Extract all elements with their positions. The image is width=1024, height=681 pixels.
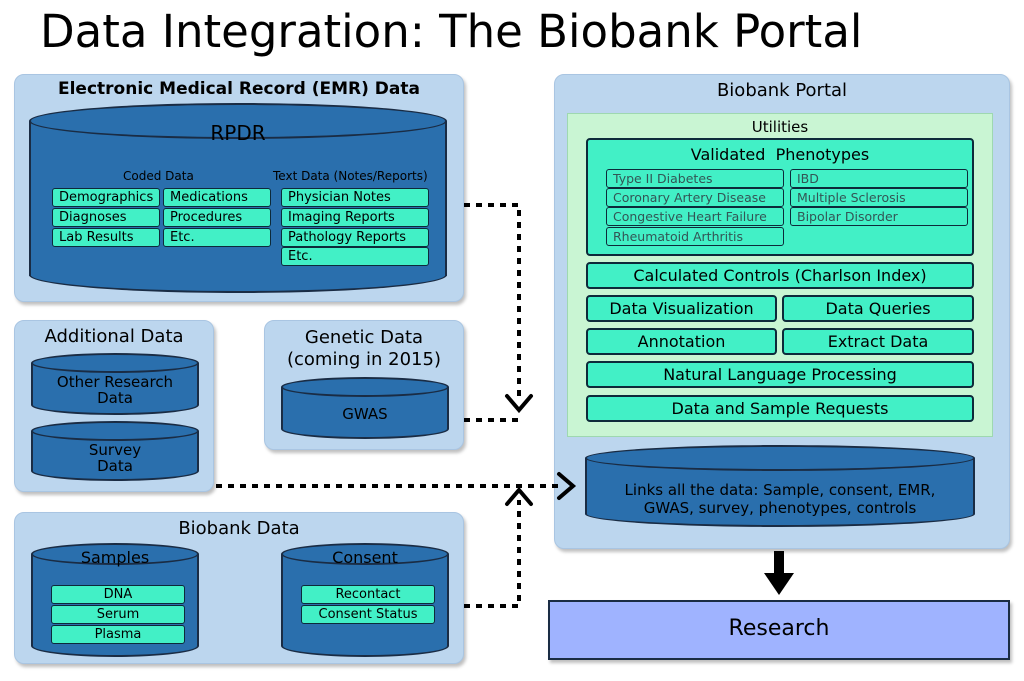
links-database-icon <box>585 445 975 527</box>
consent-item-recontact: Recontact <box>301 585 435 604</box>
consent-item-consent-status: Consent Status <box>301 605 435 624</box>
text-item-pathology-reports: Pathology Reports <box>281 228 429 247</box>
survey-data-label: Survey Data <box>88 441 142 475</box>
sample-item-dna: DNA <box>51 585 185 604</box>
genetic-data-subtitle: (coming in 2015) <box>287 349 441 370</box>
links-label-line2: GWAS, survey, phenotypes, controls <box>643 499 917 517</box>
research-box: Research <box>548 600 1010 660</box>
gwas-label: GWAS <box>342 405 388 423</box>
coded-data-label: Coded Data <box>123 169 194 183</box>
phenotype-multiple-sclerosis: Multiple Sclerosis <box>790 188 968 207</box>
sample-item-serum: Serum <box>51 605 185 624</box>
survey-database-icon <box>31 421 199 481</box>
coded-item-diagnoses: Diagnoses <box>52 208 160 227</box>
biobank-connector <box>464 500 521 608</box>
samples-label: Samples <box>80 548 150 567</box>
text-data-label: Text Data (Notes/Reports) <box>273 169 428 183</box>
annotation-box: Annotation <box>586 328 777 355</box>
biobank-data-title: Biobank Data <box>178 518 300 539</box>
phenotype-ibd: IBD <box>790 169 968 188</box>
text-item-etc: Etc. <box>281 247 429 266</box>
research-arrow <box>764 551 794 595</box>
data-visualization-box: Data Visualization <box>586 295 777 322</box>
arrow-heads <box>505 394 577 506</box>
coded-item-procedures: Procedures <box>163 208 271 227</box>
utilities-panel: Utilities Validated Phenotypes Type II D… <box>567 113 993 437</box>
emr-connector <box>464 203 521 400</box>
genetic-data-title: Genetic Data <box>304 327 424 348</box>
genetic-data-panel: Genetic Data (coming in 2015) GWAS <box>264 320 464 450</box>
gwas-database-icon <box>281 377 449 439</box>
data-sample-requests-box: Data and Sample Requests <box>586 395 974 422</box>
coded-item-lab-results: Lab Results <box>52 228 160 247</box>
phenotype-bipolar-disorder: Bipolar Disorder <box>790 207 968 226</box>
biobank-portal-panel: Biobank Portal Utilities Validated Pheno… <box>554 74 1010 549</box>
phenotype-type-ii-diabetes: Type II Diabetes <box>606 169 784 188</box>
biobank-portal-title: Biobank Portal <box>716 80 848 101</box>
consent-label: Consent <box>332 548 398 567</box>
coded-item-etc: Etc. <box>163 228 271 247</box>
rpdr-label: RPDR <box>210 121 266 145</box>
calculated-controls-box: Calculated Controls (Charlson Index) <box>586 262 974 289</box>
up-arrowhead <box>505 486 533 506</box>
utilities-label: Utilities <box>751 118 809 136</box>
right-arrowhead <box>557 472 577 500</box>
coded-item-demographics: Demographics <box>52 188 160 207</box>
additional-data-title: Additional Data <box>44 326 184 347</box>
sample-item-plasma: Plasma <box>51 625 185 644</box>
other-research-data-label: Other Research Data <box>56 373 174 407</box>
validated-phenotypes-label: Validated Phenotypes <box>690 145 870 164</box>
natural-language-processing-box: Natural Language Processing <box>586 361 974 388</box>
validated-phenotypes-box: Validated Phenotypes Type II Diabetes Co… <box>586 138 974 256</box>
text-item-physician-notes: Physician Notes <box>281 188 429 207</box>
other-research-database-icon <box>31 353 199 415</box>
phenotype-coronary-artery-disease: Coronary Artery Disease <box>606 188 784 207</box>
emr-panel-title: Electronic Medical Record (EMR) Data <box>57 79 420 99</box>
research-label: Research <box>728 616 830 641</box>
dotted-connectors <box>216 203 560 608</box>
page-title: Data Integration: The Biobank Portal <box>40 5 863 58</box>
down-arrowhead <box>505 394 533 414</box>
phenotype-rheumatoid-arthritis: Rheumatoid Arthritis <box>606 227 784 246</box>
data-queries-box: Data Queries <box>782 295 974 322</box>
coded-item-medications: Medications <box>163 188 271 207</box>
biobank-data-panel: Biobank Data Samples DNA Serum Plasma Co… <box>14 512 464 664</box>
phenotype-congestive-heart-failure: Congestive Heart Failure <box>606 207 784 226</box>
links-label-line1: Links all the data: Sample, consent, EMR… <box>624 481 936 499</box>
additional-data-panel: Additional Data Other Research Data Surv… <box>14 320 214 492</box>
text-item-imaging-reports: Imaging Reports <box>281 208 429 227</box>
extract-data-box: Extract Data <box>782 328 974 355</box>
emr-panel: Electronic Medical Record (EMR) Data RPD… <box>14 74 464 302</box>
